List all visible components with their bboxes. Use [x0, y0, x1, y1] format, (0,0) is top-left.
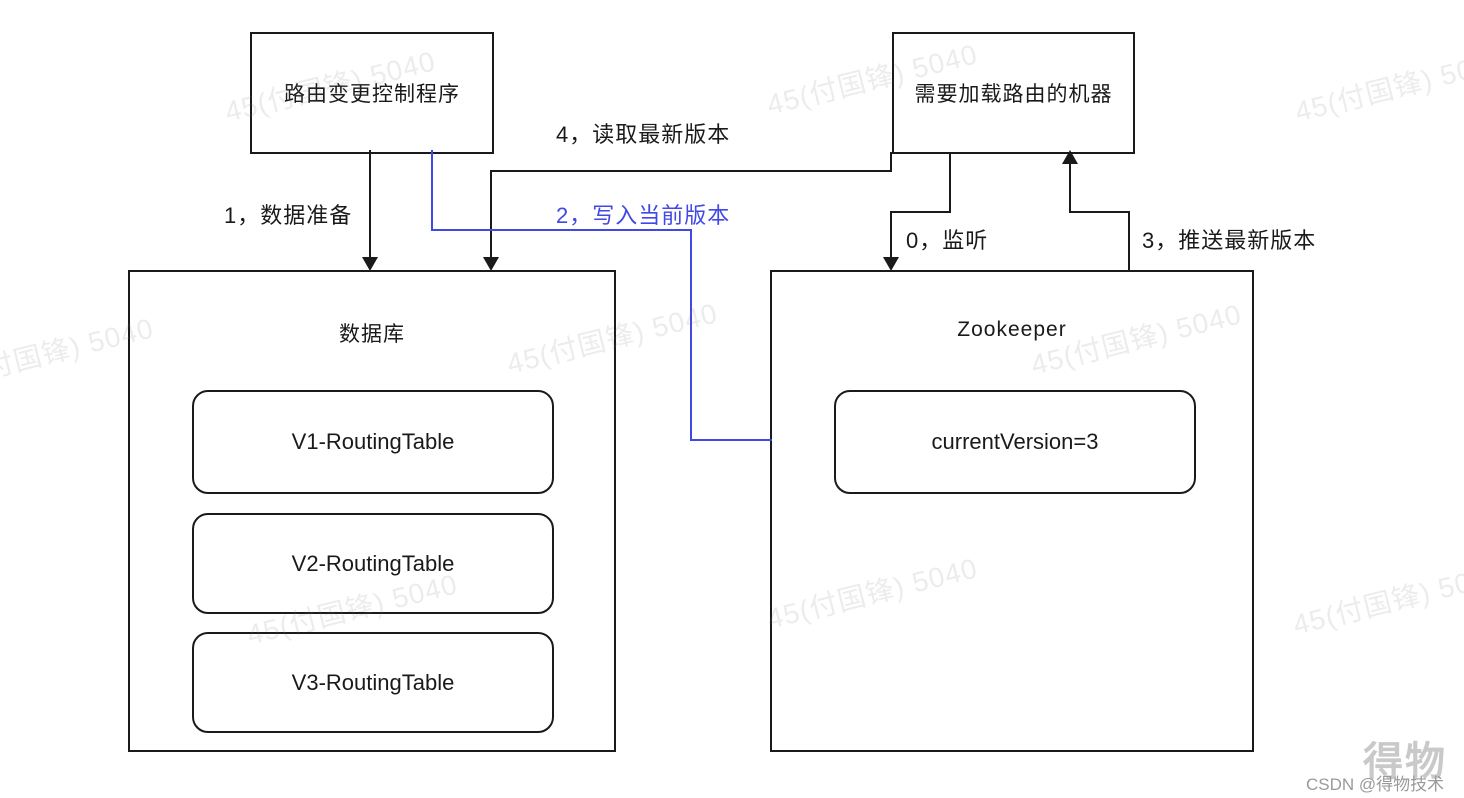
item-label: V1-RoutingTable: [291, 429, 455, 454]
item-label: V2-RoutingTable: [291, 550, 455, 576]
node-label: 需要加载路由的机器: [914, 83, 1113, 106]
edge-step3-line: [1069, 163, 1071, 213]
dewu-brand-watermark: 得物: [1363, 740, 1447, 784]
edge-step4-label: 4，读取最新版本: [556, 122, 731, 147]
edge-step2-line: [690, 439, 772, 441]
edge-step4-line: [490, 170, 892, 172]
node-label: 路由变更控制程序: [284, 83, 460, 106]
edge-step2-label: 2，写入当前版本: [556, 203, 731, 228]
edge-step2-line: [431, 150, 433, 231]
edge-step1-line: [369, 150, 371, 260]
edge-step4-line: [890, 152, 892, 172]
edge-step0-arrowhead-icon: [883, 257, 899, 271]
edge-step4-arrowhead-icon: [483, 257, 499, 271]
watermark-text: 45(付国锋) 5040: [1291, 45, 1464, 128]
item-label: V3-RoutingTable: [291, 669, 455, 695]
node-route-change-control-program: 路由变更控制程序: [250, 32, 494, 154]
csdn-credit-text: CSDN @得物技术: [1306, 775, 1445, 794]
node-route-loading-machine: 需要加载路由的机器: [892, 32, 1135, 154]
node-database: 数据库 V1-RoutingTable V2-RoutingTable V3-R…: [128, 270, 616, 752]
edge-step0-line: [890, 211, 951, 213]
edge-step1-label: 1，数据准备: [224, 203, 353, 228]
edge-step1-arrowhead-icon: [362, 257, 378, 271]
edge-step2-line: [431, 229, 692, 231]
zookeeper-item-current-version: currentVersion=3: [834, 390, 1196, 494]
watermark-text: 45(付国锋) 5040: [1289, 558, 1464, 641]
edge-step0-line: [949, 152, 951, 213]
database-item-v2-routing-table: V2-RoutingTable: [192, 513, 554, 614]
zookeeper-title: Zookeeper: [957, 318, 1067, 341]
edge-step0-label: 0，监听: [906, 228, 989, 253]
item-label: currentVersion=3: [931, 429, 1099, 454]
edge-step3-arrowhead-icon: [1062, 150, 1078, 164]
edge-step0-line: [890, 211, 892, 259]
edge-step3-line: [1128, 211, 1130, 270]
edge-step4-line: [490, 170, 492, 260]
edge-step3-line: [1069, 211, 1130, 213]
edge-step2-line: [690, 229, 692, 441]
database-title: 数据库: [339, 323, 405, 346]
edge-step3-label: 3，推送最新版本: [1142, 228, 1317, 253]
database-item-v1-routing-table: V1-RoutingTable: [192, 390, 554, 494]
node-zookeeper: Zookeeper currentVersion=3: [770, 270, 1254, 752]
database-item-v3-routing-table: V3-RoutingTable: [192, 632, 554, 733]
